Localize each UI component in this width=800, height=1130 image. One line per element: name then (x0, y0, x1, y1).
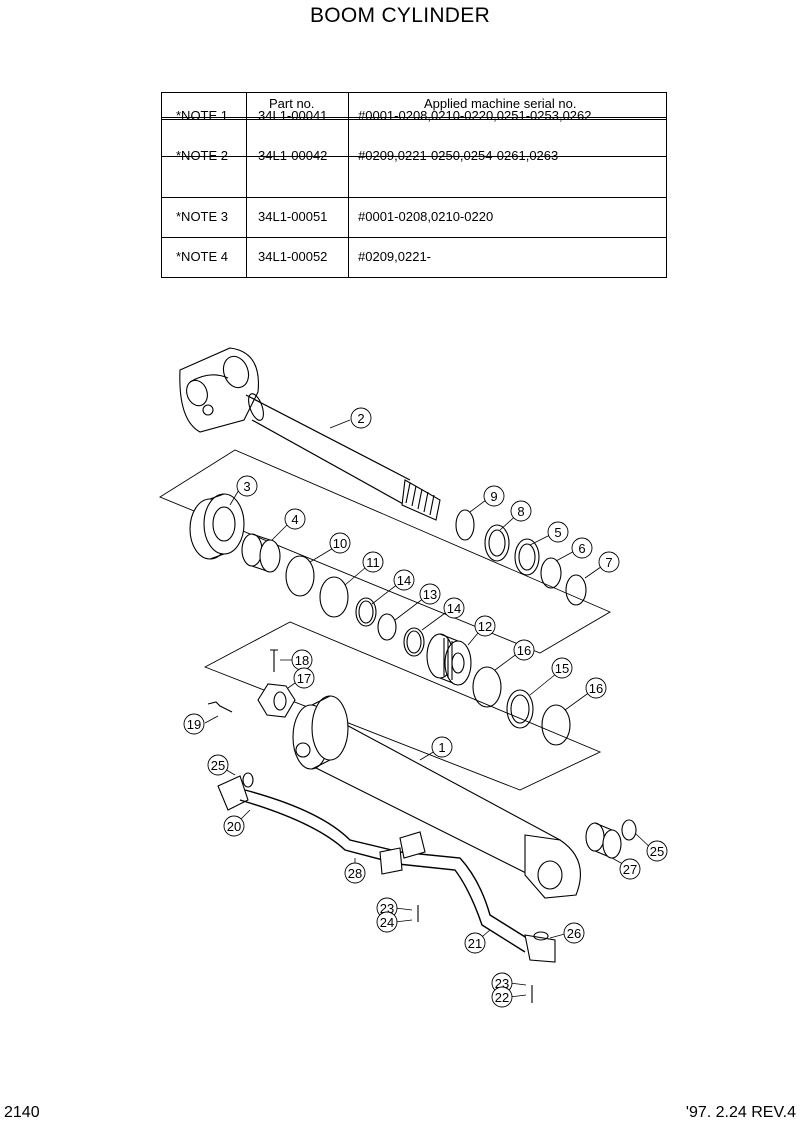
pin-bushing-drawing (585, 819, 637, 859)
callout-19: 19 (183, 713, 205, 735)
piston-rod-drawing (179, 347, 441, 521)
callout-25b: 26 (563, 922, 585, 944)
svg-text:7: 7 (605, 555, 612, 570)
callout-7: 7 (598, 551, 620, 573)
callout-18: 18 (291, 649, 313, 671)
svg-text:12: 12 (478, 619, 492, 634)
svg-text:6: 6 (578, 541, 585, 556)
note-label: *NOTE 1 (176, 108, 229, 123)
notes-table: Part no. Applied machine serial no. *NOT… (161, 92, 667, 278)
svg-text:25: 25 (650, 844, 664, 859)
svg-text:14: 14 (397, 573, 411, 588)
callout-25: 25 (207, 754, 229, 776)
callout-16: 16 (513, 639, 535, 661)
callout-13: 13 (419, 583, 441, 605)
svg-text:8: 8 (517, 504, 524, 519)
svg-text:19: 19 (187, 717, 201, 732)
svg-text:27: 27 (623, 862, 637, 877)
bushing-drawing (241, 533, 281, 573)
callout-1: 1 (431, 736, 453, 758)
svg-text:25: 25 (211, 758, 225, 773)
callout-24: 24 (376, 911, 398, 933)
callout-2: 2 (350, 407, 372, 429)
callout-14b: 14 (443, 597, 465, 619)
svg-text:24: 24 (380, 915, 394, 930)
svg-text:13: 13 (423, 587, 437, 602)
callout-10: 10 (329, 532, 351, 554)
callout-16b: 16 (585, 677, 607, 699)
callout-21: 21 (464, 932, 486, 954)
svg-text:10: 10 (333, 536, 347, 551)
assembly-group-outline (159, 449, 611, 791)
serial-range: #0001-0208,0210-0220 (358, 209, 494, 224)
row-divider (162, 156, 666, 157)
svg-text:26: 26 (567, 926, 581, 941)
column-divider (348, 93, 349, 277)
o-rings-drawing (285, 509, 587, 746)
svg-text:16: 16 (517, 643, 531, 658)
svg-text:28: 28 (348, 866, 362, 881)
callout-9: 9 (483, 485, 505, 507)
callout-26: 27 (619, 858, 641, 880)
pipe-assembly-drawing (217, 772, 556, 1003)
note-label: *NOTE 2 (176, 148, 229, 163)
callout-27: 25 (646, 840, 668, 862)
svg-text:11: 11 (366, 555, 380, 570)
serial-range: #0001-0208,0210-0220,0251-0253,0262 (358, 108, 592, 123)
callout-8: 8 (510, 500, 532, 522)
part-number: 34L1-00042 (258, 148, 328, 163)
row-divider (162, 197, 666, 198)
serial-range: #0209,0221-0250,0254-0261,0263- (358, 148, 563, 163)
part-number: 34L1-00052 (258, 249, 328, 264)
callout-bubbles: 2 3 4 10 11 14 13 14 12 9 8 5 6 7 16 15 … (183, 407, 668, 1008)
svg-text:22: 22 (495, 990, 509, 1005)
rod-cover-drawing (189, 493, 245, 560)
cylinder-tube-drawing (292, 695, 581, 899)
svg-text:16: 16 (589, 681, 603, 696)
row-divider (162, 237, 666, 238)
svg-text:14: 14 (447, 601, 461, 616)
callout-17: 17 (293, 667, 315, 689)
revision-date: '97. 2.24 REV.4 (685, 1104, 796, 1121)
row-divider (162, 117, 666, 120)
svg-text:2: 2 (357, 411, 364, 426)
svg-text:1: 1 (438, 740, 445, 755)
svg-text:18: 18 (295, 653, 309, 668)
callout-12: 12 (474, 615, 496, 637)
callout-6: 6 (571, 537, 593, 559)
header-serial: Applied machine serial no. (424, 96, 577, 111)
note-label: *NOTE 4 (176, 249, 229, 264)
header-part-no: Part no. (269, 96, 315, 111)
svg-text:5: 5 (554, 525, 561, 540)
svg-text:4: 4 (291, 512, 298, 527)
part-number: 34L1-00051 (258, 209, 328, 224)
column-divider (246, 93, 247, 277)
callout-22: 22 (491, 986, 513, 1008)
page-number: 2140 (4, 1104, 40, 1121)
svg-text:20: 20 (227, 819, 241, 834)
serial-range: #0209,0221- (358, 249, 432, 264)
svg-text:17: 17 (297, 671, 311, 686)
callout-28: 28 (344, 862, 366, 884)
callout-4: 4 (284, 508, 306, 530)
svg-text:9: 9 (490, 489, 497, 504)
note-label: *NOTE 3 (176, 209, 229, 224)
callout-5: 5 (547, 521, 569, 543)
svg-text:3: 3 (243, 479, 250, 494)
callout-14: 14 (393, 569, 415, 591)
callout-3: 3 (236, 475, 258, 497)
callout-11: 11 (362, 551, 384, 573)
callout-15: 15 (551, 657, 573, 679)
svg-text:15: 15 (555, 661, 569, 676)
piston-drawing (426, 633, 472, 686)
part-number: 34L1-00041 (258, 108, 328, 123)
page-title: BOOM CYLINDER (309, 4, 491, 27)
nut-and-screw-drawing (207, 649, 296, 718)
callout-20: 20 (223, 815, 245, 837)
svg-text:21: 21 (468, 936, 482, 951)
